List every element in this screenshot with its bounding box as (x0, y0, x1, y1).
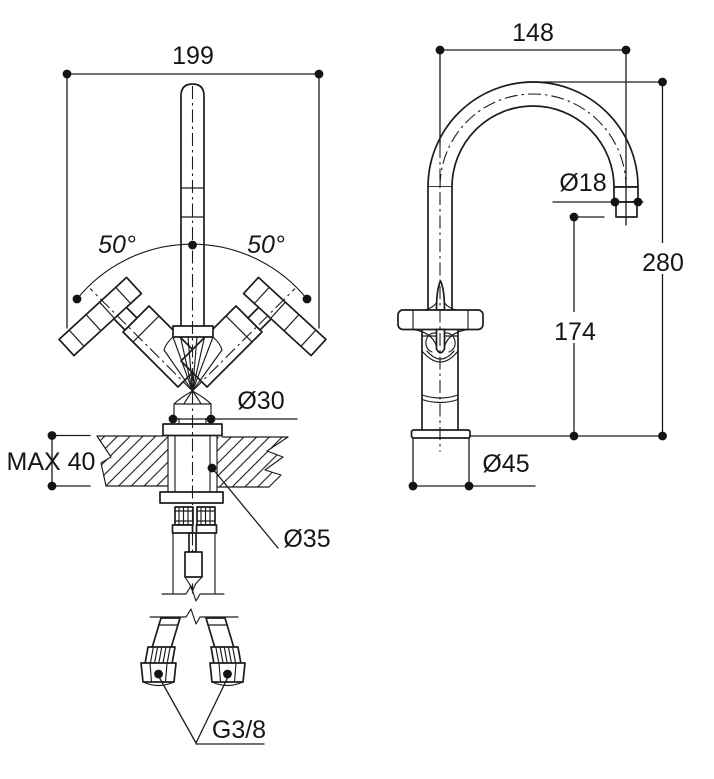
dim-width-199: 199 (62, 42, 324, 329)
dim-label-199: 199 (172, 42, 214, 70)
break-line (149, 608, 239, 625)
mounting-flange (159, 491, 224, 504)
dim-label-deck-max: MAX 40 (7, 448, 96, 476)
dim-label-reach: 148 (512, 19, 554, 47)
dim-deck-max-40: MAX 40 (7, 431, 96, 491)
dim-label-flange-dia: Ø45 (482, 450, 529, 478)
break-line (161, 585, 225, 602)
dim-label-spout-dia: Ø18 (559, 169, 606, 197)
dim-label-thread: G3/8 (212, 716, 266, 744)
dim-label-shank-dia: Ø35 (283, 525, 330, 553)
supply-hoses (140, 617, 246, 687)
countertop-section (96, 435, 289, 488)
side-centerlines (439, 93, 627, 452)
dim-height-280: 280 (526, 77, 684, 441)
dim-label-spout-height: 174 (554, 318, 596, 346)
dim-label-swing-right: 50° (247, 231, 285, 259)
front-centerlines (89, 86, 296, 552)
broken-edge-left (96, 435, 112, 487)
dim-thread-g38: G3/8 (157, 675, 266, 745)
dim-swing-50: 50° 50° (72, 231, 312, 304)
dim-body-dia-30: Ø30 (168, 387, 298, 424)
broken-edge-right (264, 436, 289, 488)
front-view: 199 50° 50° Ø30 MAX 40 Ø35 (7, 42, 331, 745)
dim-reach-148: 148 (435, 19, 631, 226)
dim-label-swing-left: 50° (98, 231, 136, 259)
base-flange (410, 429, 471, 439)
dim-label-body-dia: Ø30 (237, 387, 284, 415)
dim-label-total-height: 280 (642, 249, 684, 277)
dim-height-174: 174 (554, 212, 605, 441)
side-base (410, 429, 664, 439)
side-view: 148 Ø18 280 174 (397, 19, 684, 491)
dim-flange-dia-45: Ø45 (408, 437, 536, 491)
dim-spout-dia-18: Ø18 (552, 169, 644, 207)
valve-rod (184, 551, 203, 578)
dim-shank-dia-35: Ø35 (207, 463, 331, 553)
